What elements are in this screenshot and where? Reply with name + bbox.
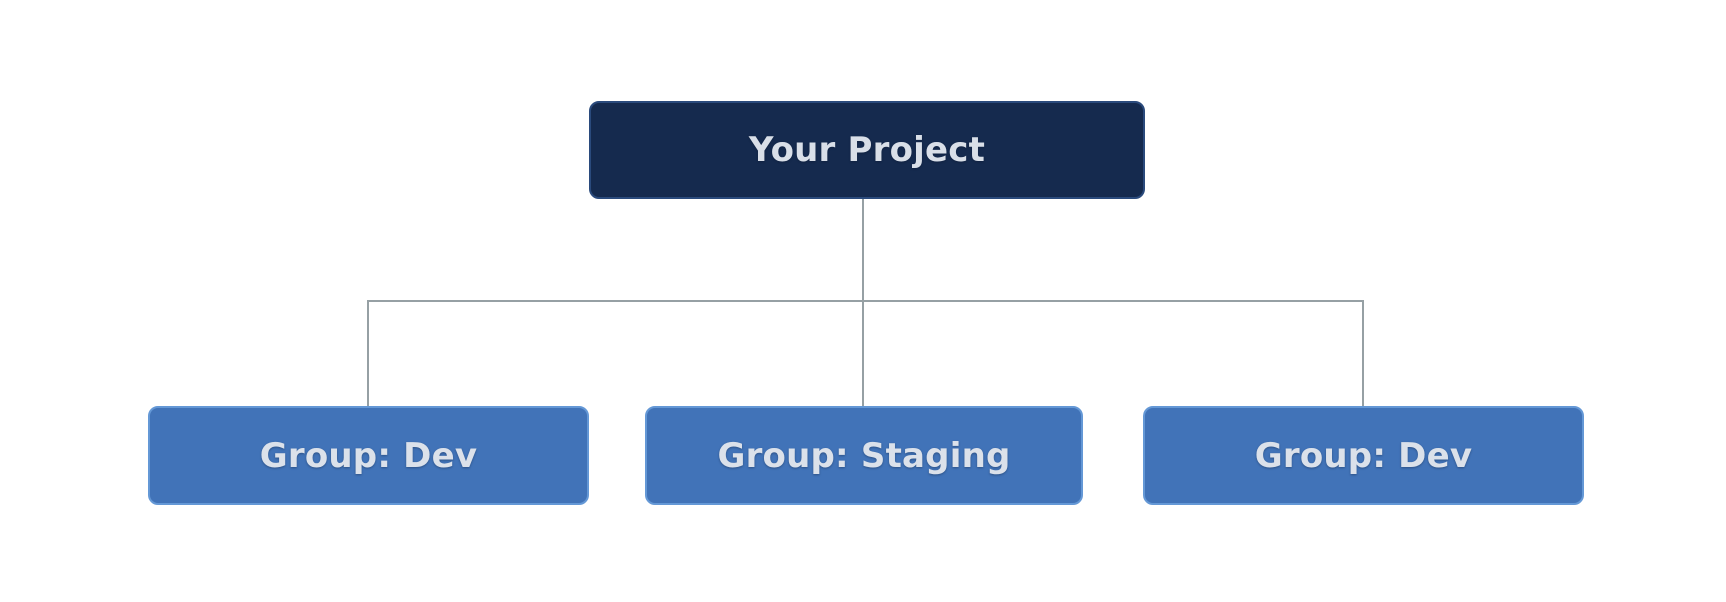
group-node-dev-left: Group: Dev [148, 406, 589, 505]
group-node-label: Group: Dev [259, 435, 478, 476]
connector-drop-middle [862, 300, 864, 406]
root-node-label: Your Project [748, 130, 986, 170]
connector-root-stem [862, 199, 864, 301]
connector-drop-left [367, 300, 369, 406]
group-node-label: Group: Dev [1254, 435, 1473, 476]
connector-horizontal-bus [367, 300, 1364, 302]
group-node-label: Group: Staging [717, 435, 1011, 476]
root-node: Your Project [589, 101, 1145, 199]
group-node-dev-right: Group: Dev [1143, 406, 1584, 505]
connector-drop-right [1362, 300, 1364, 406]
group-node-staging: Group: Staging [645, 406, 1083, 505]
